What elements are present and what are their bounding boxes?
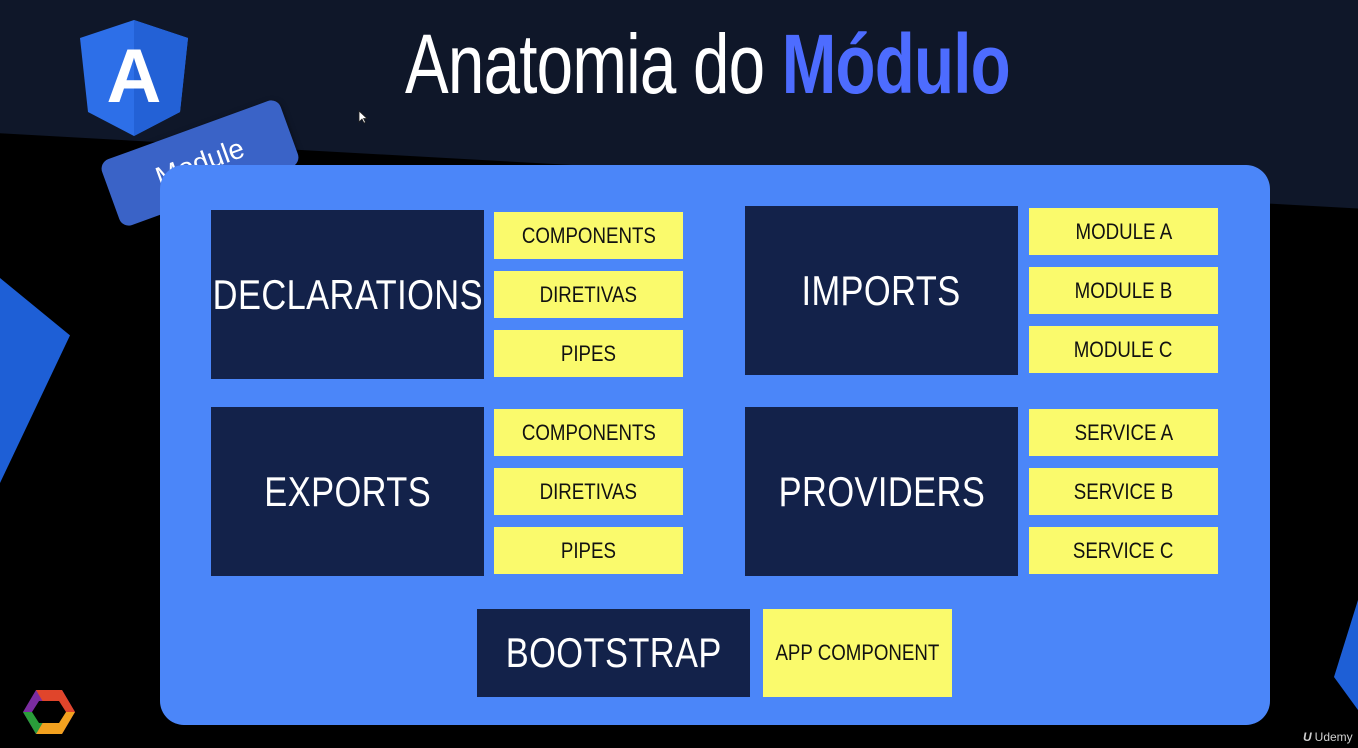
exports-item: PIPES <box>494 527 683 574</box>
decorative-shard-right <box>1334 600 1358 710</box>
providers-item: SERVICE B <box>1029 468 1218 515</box>
declarations-item-label: DIRETIVAS <box>539 281 638 307</box>
exports-item: DIRETIVAS <box>494 468 683 515</box>
providers-item-label: SERVICE B <box>1073 478 1174 504</box>
title-prefix: Anatomia do <box>405 17 782 111</box>
udemy-logo-icon: U <box>1303 730 1312 744</box>
imports-item-label: MODULE A <box>1075 218 1172 244</box>
imports-item-label: MODULE C <box>1074 336 1173 362</box>
section-bootstrap: BOOTSTRAP <box>477 609 750 697</box>
channel-logo-icon <box>23 690 75 734</box>
declarations-item: COMPONENTS <box>494 212 683 259</box>
exports-item-label: DIRETIVAS <box>539 478 638 504</box>
exports-item: COMPONENTS <box>494 409 683 456</box>
angular-logo-icon: A <box>80 20 188 136</box>
bootstrap-item-label: APP COMPONENT <box>775 640 940 665</box>
providers-item-label: SERVICE A <box>1074 419 1173 445</box>
providers-item-label: SERVICE C <box>1073 537 1174 563</box>
bootstrap-item: APP COMPONENT <box>763 609 952 697</box>
page-title: Anatomia do Módulo <box>405 22 1011 106</box>
declarations-item: DIRETIVAS <box>494 271 683 318</box>
exports-item-label: PIPES <box>560 537 617 563</box>
udemy-watermark-text: Udemy <box>1314 730 1353 744</box>
section-declarations-label: DECLARATIONS <box>212 270 483 318</box>
exports-item-label: COMPONENTS <box>521 419 656 445</box>
section-providers-label: PROVIDERS <box>778 467 985 515</box>
providers-item: SERVICE A <box>1029 409 1218 456</box>
declarations-item-label: COMPONENTS <box>521 222 656 248</box>
section-declarations: DECLARATIONS <box>211 210 484 379</box>
section-bootstrap-label: BOOTSTRAP <box>505 629 722 676</box>
section-exports-label: EXPORTS <box>264 467 431 515</box>
mouse-cursor-icon <box>358 110 368 124</box>
section-exports: EXPORTS <box>211 407 484 576</box>
imports-item: MODULE A <box>1029 208 1218 255</box>
section-providers: PROVIDERS <box>745 407 1018 576</box>
angular-logo-letter: A <box>107 34 162 119</box>
imports-item-label: MODULE B <box>1074 277 1173 303</box>
declarations-item: PIPES <box>494 330 683 377</box>
declarations-item-label: PIPES <box>560 340 617 366</box>
imports-item: MODULE C <box>1029 326 1218 373</box>
decorative-shard-left <box>0 278 70 483</box>
providers-item: SERVICE C <box>1029 527 1218 574</box>
section-imports-label: IMPORTS <box>801 266 962 314</box>
section-imports: IMPORTS <box>745 206 1018 375</box>
imports-item: MODULE B <box>1029 267 1218 314</box>
title-accent: Módulo <box>781 17 1011 111</box>
